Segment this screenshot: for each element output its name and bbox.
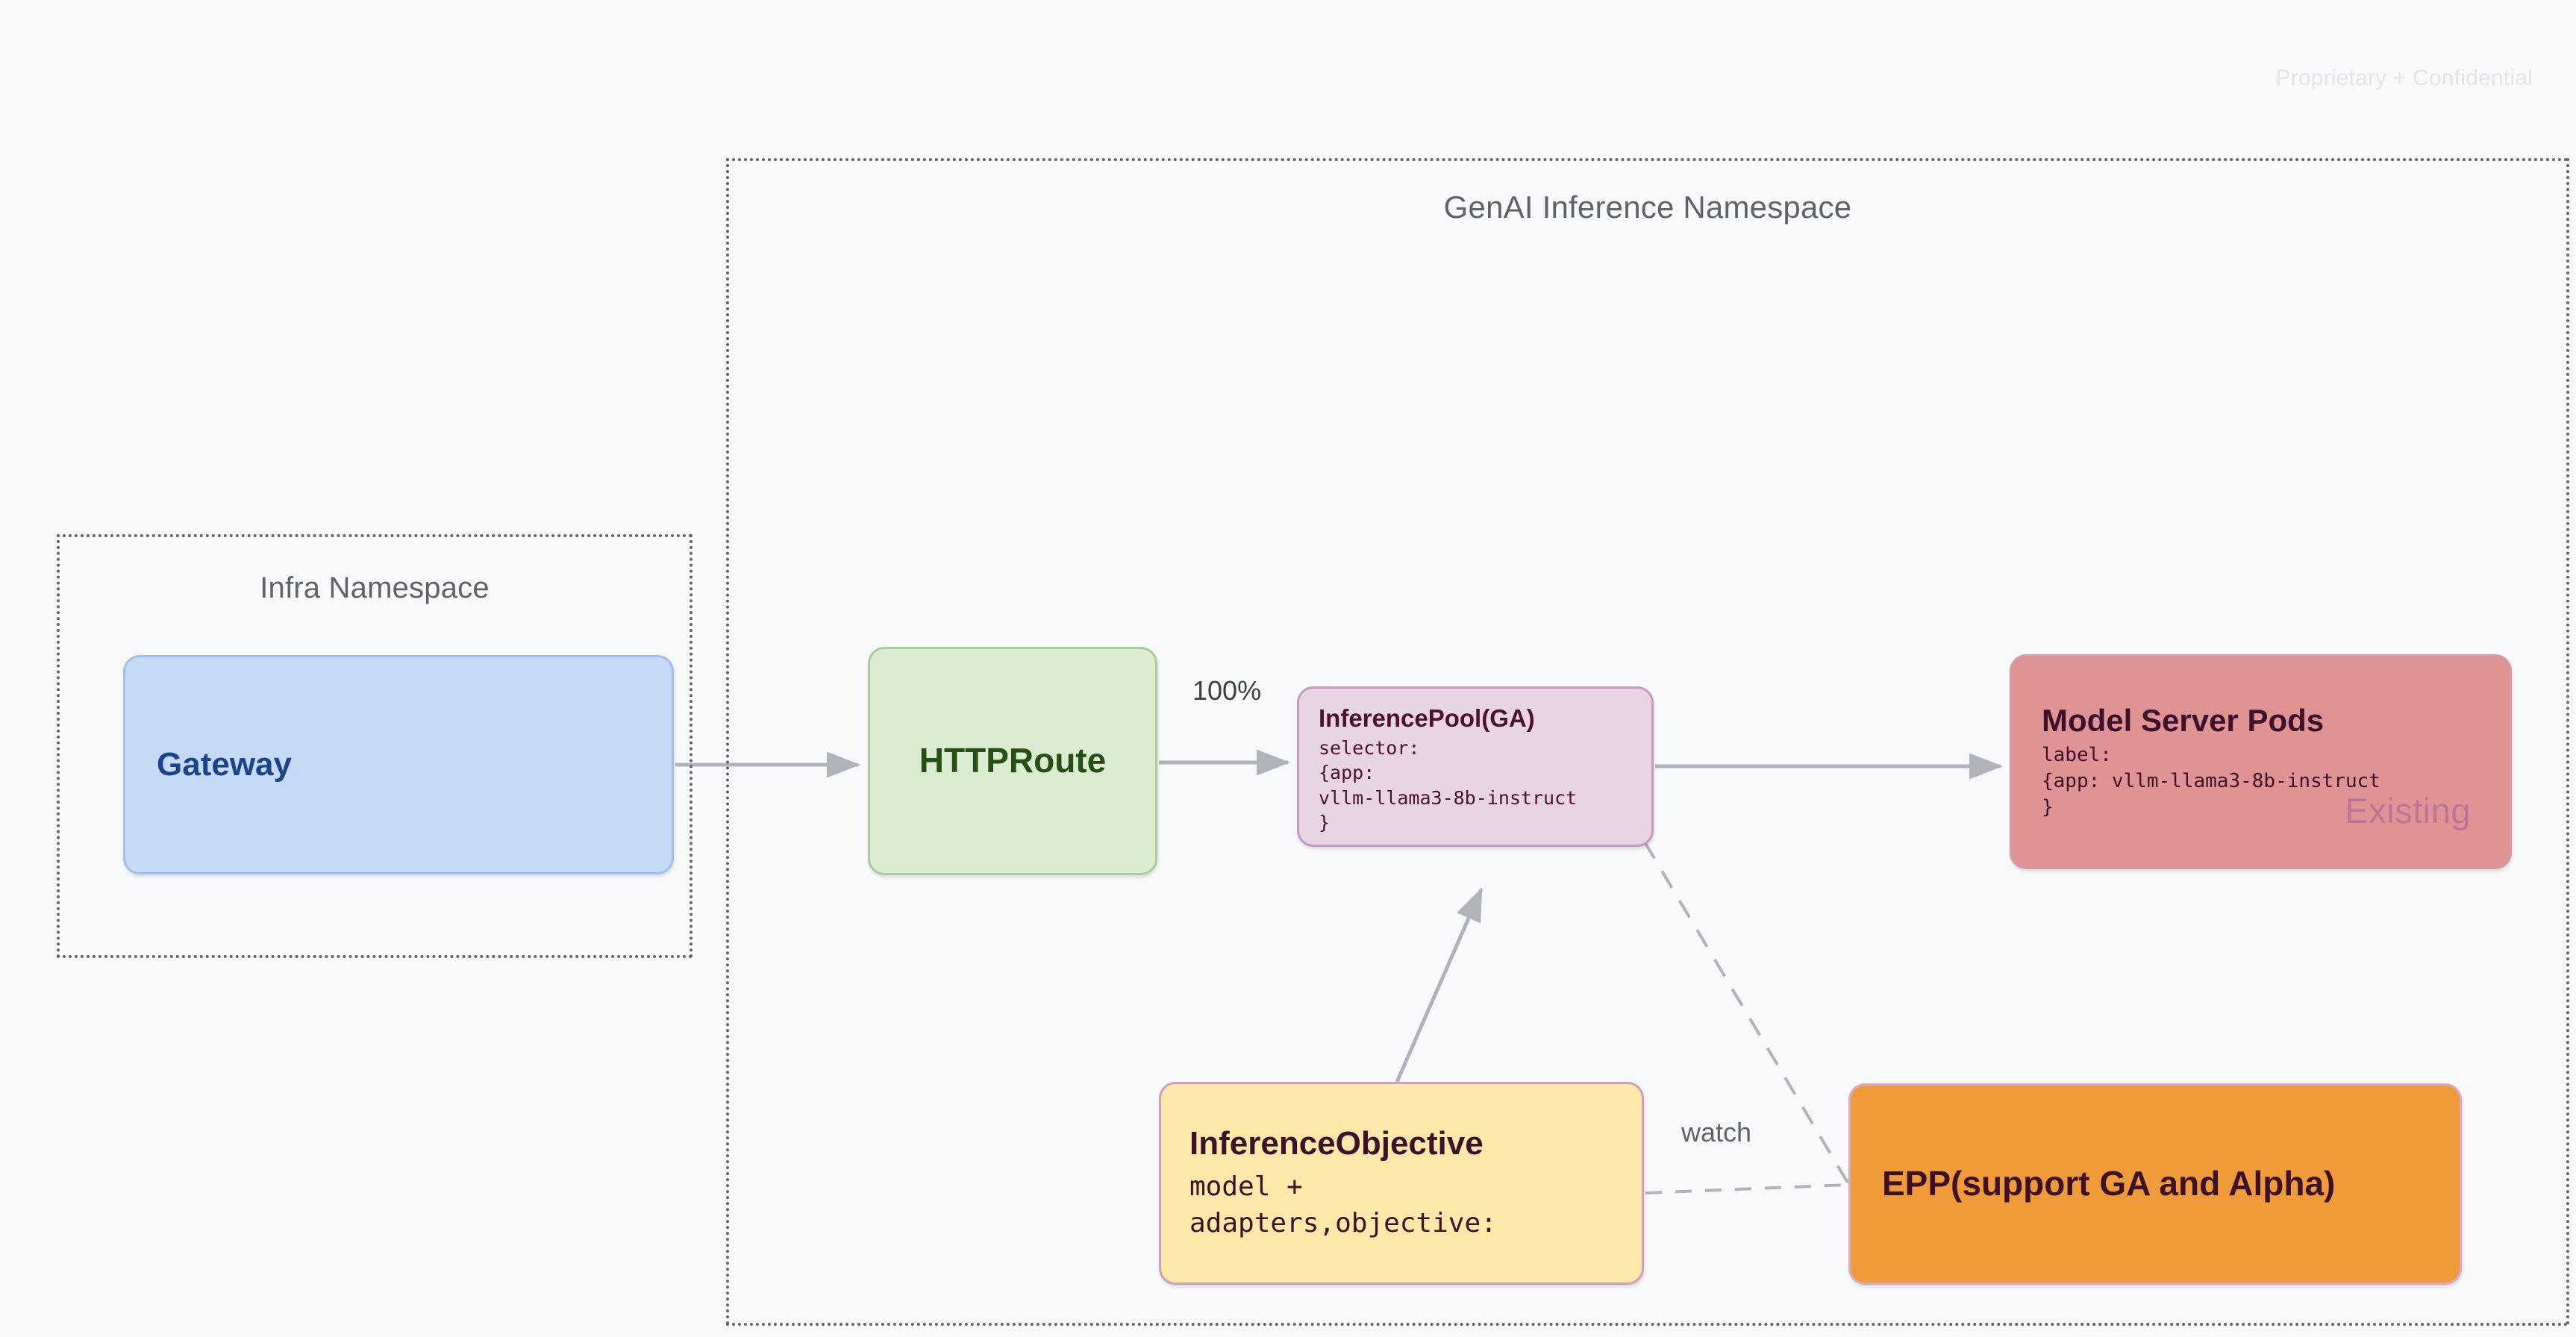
node-inferencepool-body: selector: {app: vllm-llama3-8b-instruct …: [1319, 736, 1578, 834]
node-gateway[interactable]: Gateway: [123, 655, 674, 874]
node-gateway-title: Gateway: [157, 746, 292, 783]
node-inference-objective-body: model + adapters,objective:: [1189, 1171, 1497, 1239]
node-httproute[interactable]: HTTPRoute: [868, 647, 1157, 875]
node-model-server-pods-body: label: {app: vllm-llama3-8b-instruct }: [2042, 744, 2380, 818]
node-inferencepool-title: InferencePool(GA): [1319, 704, 1535, 732]
confidentiality-watermark: Proprietary + Confidential: [2275, 66, 2533, 90]
node-model-server-pods[interactable]: Model Server Pods label: {app: vllm-llam…: [2010, 654, 2512, 869]
edge-label-watch: watch: [1681, 1117, 1752, 1147]
node-inference-objective[interactable]: InferenceObjective model + adapters,obje…: [1159, 1082, 1644, 1285]
namespace-infra-title: Infra Namespace: [260, 572, 490, 604]
node-httproute-title: HTTPRoute: [919, 741, 1107, 780]
node-inferencepool[interactable]: InferencePool(GA) selector: {app: vllm-l…: [1297, 686, 1654, 847]
namespace-genai-inference: GenAI Inference Namespace: [726, 158, 2569, 1326]
node-epp[interactable]: EPP(support GA and Alpha): [1848, 1083, 2462, 1285]
edge-label-traffic-weight: 100%: [1192, 675, 1262, 706]
node-inference-objective-title: InferenceObjective: [1189, 1125, 1484, 1162]
namespace-infra: Infra Namespace: [57, 534, 693, 958]
existing-stamp-label: Existing: [2345, 791, 2471, 830]
node-model-server-pods-title: Model Server Pods: [2042, 703, 2325, 739]
namespace-genai-title: GenAI Inference Namespace: [1443, 190, 1852, 225]
node-epp-title: EPP(support GA and Alpha): [1882, 1164, 2336, 1203]
